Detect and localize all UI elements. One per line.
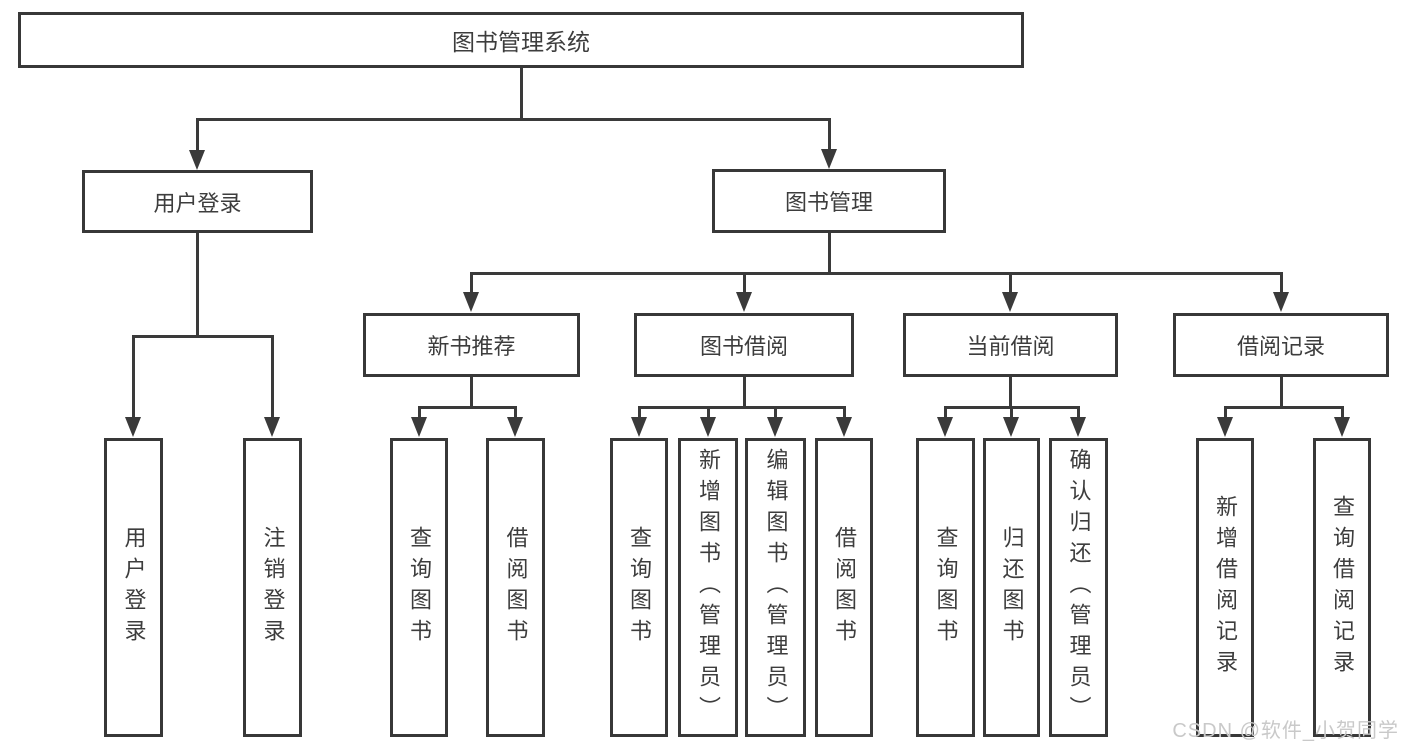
node-leaf-cb-query: 查询图书: [916, 438, 975, 737]
node-leaf-cb-return: 归还图书: [983, 438, 1040, 737]
arrow-to-rec-query-icon: [411, 417, 427, 437]
arrow-to-cb-query-icon: [937, 417, 953, 437]
node-leaf-bb-borrow: 借阅图书: [815, 438, 873, 737]
connector-to-bb-edit: [774, 406, 777, 419]
connector-to-logout: [271, 335, 274, 417]
connector-to-bb-borrow: [843, 406, 846, 419]
arrow-to-bb-query-icon: [631, 417, 647, 437]
connector-to-cb-return: [1010, 406, 1013, 419]
arrow-to-rec-borrow-icon: [507, 417, 523, 437]
watermark-text: CSDN @软件_小贺同学: [1172, 720, 1399, 742]
connector-user-login-stem: [196, 233, 199, 335]
connector-to-br-add: [1224, 406, 1227, 419]
connector-to-login: [132, 335, 135, 417]
node-leaf-rec-query: 查询图书: [390, 438, 448, 737]
connector-to-borrow-records: [1280, 272, 1283, 293]
node-borrow-records: 借阅记录: [1173, 313, 1389, 377]
node-leaf-login: 用户登录: [104, 438, 163, 737]
node-root: 图书管理系统: [18, 12, 1024, 68]
node-book-borrow: 图书借阅: [634, 313, 854, 377]
connector-to-new-book-rec: [470, 272, 473, 293]
connector-user-login-bar: [132, 335, 274, 338]
connector-new-book-rec-stem: [470, 377, 473, 406]
connector-to-br-query: [1341, 406, 1344, 419]
arrow-to-book-mgmt-icon: [821, 149, 837, 169]
node-user-login: 用户登录: [82, 170, 313, 233]
connector-borrow-records-bar: [1224, 406, 1344, 409]
arrow-to-cb-return-icon: [1003, 417, 1019, 437]
arrow-to-bb-borrow-icon: [836, 417, 852, 437]
node-book-mgmt: 图书管理: [712, 169, 946, 233]
node-leaf-bb-add: 新增图书（管理员）: [678, 438, 738, 737]
connector-level2-bar: [196, 118, 830, 121]
arrow-to-current-borrow-icon: [1002, 292, 1018, 312]
arrow-to-new-book-rec-icon: [463, 292, 479, 312]
connector-to-book-borrow: [743, 272, 746, 293]
connector-book-borrow-bar: [638, 406, 846, 409]
arrow-to-book-borrow-icon: [736, 292, 752, 312]
node-leaf-logout: 注销登录: [243, 438, 302, 737]
connector-root-stem: [520, 68, 523, 118]
connector-level3-bar: [470, 272, 1282, 275]
connector-new-book-rec-bar: [418, 406, 517, 409]
arrow-to-user-login-icon: [189, 150, 205, 170]
connector-to-rec-query: [418, 406, 421, 419]
arrow-to-bb-add-icon: [700, 417, 716, 437]
connector-to-bb-add: [707, 406, 710, 419]
arrow-to-login-icon: [125, 417, 141, 437]
arrow-to-bb-edit-icon: [767, 417, 783, 437]
connector-to-cb-query: [944, 406, 947, 419]
connector-borrow-records-stem: [1280, 377, 1283, 406]
connector-current-borrow-stem: [1009, 377, 1012, 406]
arrow-to-cb-confirm-icon: [1070, 417, 1086, 437]
arrow-to-logout-icon: [264, 417, 280, 437]
node-current-borrow: 当前借阅: [903, 313, 1118, 377]
arrow-to-br-add-icon: [1217, 417, 1233, 437]
node-leaf-bb-edit: 编辑图书（管理员）: [745, 438, 806, 737]
node-leaf-br-add: 新增借阅记录: [1196, 438, 1254, 737]
node-leaf-bb-query: 查询图书: [610, 438, 668, 737]
arrow-to-br-query-icon: [1334, 417, 1350, 437]
connector-to-current-borrow: [1009, 272, 1012, 293]
node-new-book-rec: 新书推荐: [363, 313, 580, 377]
connector-book-borrow-stem: [743, 377, 746, 406]
connector-book-mgmt-stem: [828, 233, 831, 272]
node-leaf-cb-confirm: 确认归还（管理员）: [1049, 438, 1108, 737]
node-leaf-rec-borrow: 借阅图书: [486, 438, 545, 737]
arrow-to-borrow-records-icon: [1273, 292, 1289, 312]
connector-to-cb-confirm: [1077, 406, 1080, 419]
node-leaf-br-query: 查询借阅记录: [1313, 438, 1371, 737]
connector-to-rec-borrow: [514, 406, 517, 419]
connector-to-bb-query: [638, 406, 641, 419]
connector-to-book-mgmt: [828, 118, 831, 151]
connector-to-user-login: [196, 118, 199, 152]
